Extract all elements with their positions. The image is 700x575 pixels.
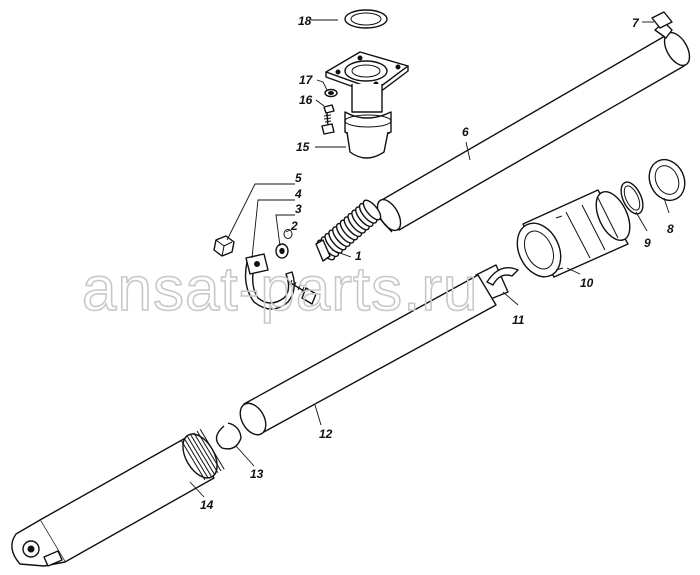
callout-9: 9 [644, 236, 651, 250]
part-14-cylinder [11, 428, 225, 567]
part-5-nut [213, 235, 235, 257]
callout-6: 6 [462, 125, 469, 139]
callout-7: 7 [632, 16, 640, 30]
part-8-ring [648, 158, 686, 202]
part-15-flange-housing [325, 51, 409, 159]
thread-line [196, 430, 222, 472]
spring-coil [362, 199, 382, 221]
callout-1: 1 [355, 249, 362, 263]
thread-line [199, 428, 225, 470]
part-3-washer [275, 243, 289, 259]
part-4-clamp [244, 253, 295, 310]
callout-12: 12 [319, 427, 333, 441]
callout-3: 3 [295, 202, 302, 216]
callout-13: 13 [250, 467, 264, 481]
thread-line [180, 439, 206, 481]
part-18-gasket [344, 9, 388, 29]
thread-line [186, 436, 212, 477]
callout-18: 18 [298, 14, 312, 28]
callout-16: 16 [299, 93, 313, 107]
callout-4: 4 [294, 187, 302, 201]
part-16-bolt [321, 104, 335, 135]
part-10-sleeve [516, 189, 631, 278]
callout-11: 11 [512, 313, 525, 327]
thread-line [183, 437, 209, 479]
part-12-lower-rod [239, 274, 497, 436]
part-1-spring [315, 199, 393, 262]
part-6-upper-tube [376, 21, 691, 232]
thread-line [190, 434, 216, 475]
callout-10: 10 [580, 276, 594, 290]
leader-lines [189, 19, 670, 498]
part-9-o-ring [620, 181, 644, 215]
part-13-snap-ring [215, 422, 242, 450]
clamp-bolt [288, 279, 317, 305]
part-7-end-clip [651, 11, 673, 29]
callout-5: 5 [295, 171, 302, 185]
thread-line [193, 432, 219, 474]
watermark-text: ansat-parts.ru [82, 255, 479, 324]
callouts: 18 17 16 15 6 5 4 3 2 1 7 8 9 10 11 12 1… [200, 14, 674, 512]
callout-2: 2 [290, 219, 298, 233]
part-2-washer [283, 229, 293, 239]
part-17-washer [324, 88, 338, 98]
callout-15: 15 [296, 140, 310, 154]
callout-17: 17 [299, 73, 314, 87]
callout-14: 14 [200, 498, 214, 512]
callout-8: 8 [667, 222, 674, 236]
